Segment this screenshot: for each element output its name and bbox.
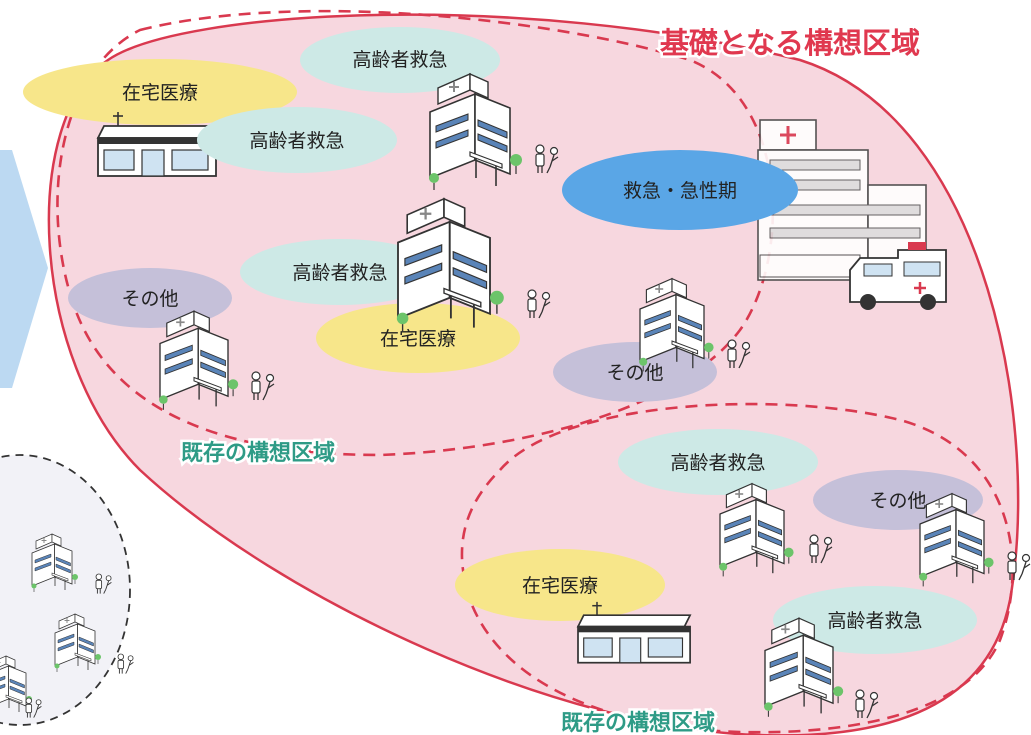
existing-region-upper bbox=[56, 9, 775, 457]
svg-text:在宅医療: 在宅医療 bbox=[122, 82, 198, 104]
function-elderly-emergency-3: 高齢者救急 bbox=[240, 239, 440, 305]
function-elderly-emergency-5: 高齢者救急 bbox=[773, 586, 977, 654]
svg-text:その他: その他 bbox=[121, 288, 178, 310]
svg-text:その他: その他 bbox=[869, 490, 926, 512]
ambulance-icon bbox=[849, 242, 947, 310]
function-elderly-emergency-1: 高齢者救急 bbox=[197, 107, 397, 173]
svg-text:高齢者救急: 高齢者救急 bbox=[352, 49, 447, 71]
function-emergency-acute: 救急・急性期 bbox=[562, 150, 798, 230]
svg-text:在宅医療: 在宅医療 bbox=[380, 328, 456, 350]
function-home-care-1: 在宅医療 bbox=[23, 59, 297, 125]
function-elderly-emergency-2: 高齢者救急 bbox=[300, 27, 500, 93]
base-region-title: 基礎となる構想区域 bbox=[660, 26, 920, 60]
function-elderly-emergency-4: 高齢者救急 bbox=[618, 429, 818, 495]
existing-region-title-lower: 既存の構想区域 bbox=[561, 710, 715, 735]
left-region bbox=[0, 454, 134, 726]
svg-text:高齢者救急: 高齢者救急 bbox=[249, 130, 344, 152]
existing-region-lower bbox=[460, 402, 1014, 734]
svg-text:高齢者救急: 高齢者救急 bbox=[292, 262, 387, 284]
svg-text:その他: その他 bbox=[606, 362, 663, 384]
function-home-care-2: 在宅医療 bbox=[316, 303, 520, 373]
svg-text:高齢者救急: 高齢者救急 bbox=[827, 610, 922, 632]
function-other-2: その他 bbox=[553, 342, 717, 402]
function-home-care-3: 在宅医療 bbox=[455, 549, 665, 621]
existing-region-title-upper: 既存の構想区域 bbox=[181, 440, 335, 466]
svg-text:救急・急性期: 救急・急性期 bbox=[623, 180, 737, 202]
svg-text:高齢者救急: 高齢者救急 bbox=[670, 452, 765, 474]
function-other-3: その他 bbox=[813, 470, 983, 530]
svg-text:在宅医療: 在宅医療 bbox=[522, 575, 598, 597]
flow-arrow bbox=[0, 150, 48, 388]
